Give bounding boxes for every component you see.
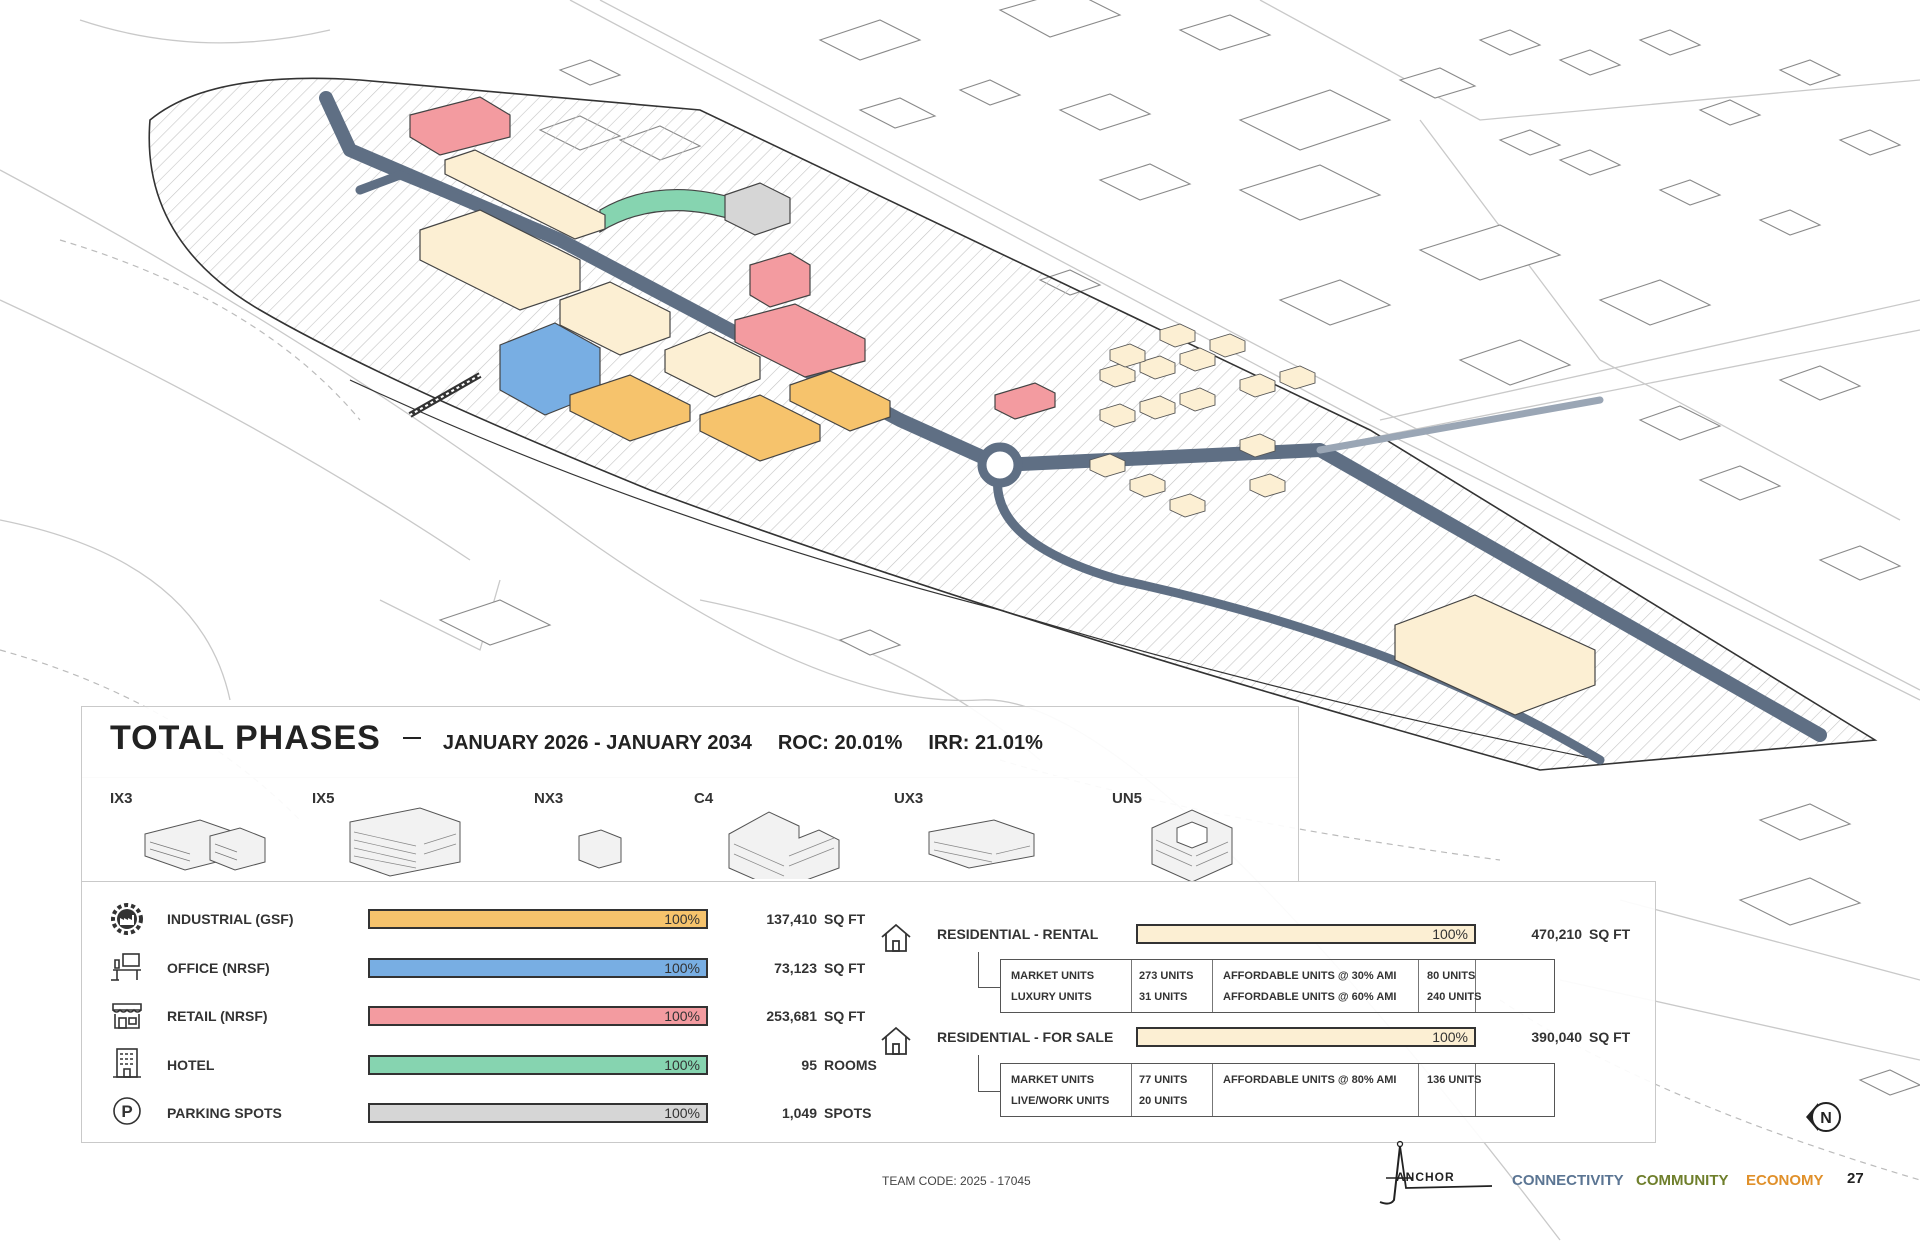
- timeline-dates: JANUARY 2026 - JANUARY 2034: [442, 732, 752, 754]
- residential-rental-label: RESIDENTIAL - RENTAL: [937, 926, 1099, 942]
- use-bar-fill-retail: [370, 1008, 706, 1024]
- house-icon: [878, 1022, 914, 1058]
- use-value-retail: 253,681: [766, 1008, 817, 1024]
- use-label-retail: RETAIL (NRSF): [167, 1008, 268, 1024]
- title-panel: TOTAL PHASES JANUARY 2026 - JANUARY 2034…: [81, 706, 1299, 778]
- use-bar-fill-industrial: [370, 911, 706, 927]
- retail-storefront-icon: [109, 996, 145, 1032]
- residential-sale-bracket: [978, 1055, 1001, 1092]
- use-label-industrial: INDUSTRIAL (GSF): [167, 911, 294, 927]
- use-value-parking: 1,049: [781, 1105, 817, 1121]
- table-cell: LUXURY UNITS: [1011, 991, 1092, 1003]
- residential-rental-bar-fill: [1138, 926, 1474, 942]
- use-unit-hotel: ROOMS: [824, 1057, 877, 1073]
- title-dash: [402, 737, 421, 739]
- building-c4-icon: [728, 811, 840, 879]
- parking-p-icon: P: [109, 1093, 145, 1129]
- anchor-logo: [1379, 1140, 1493, 1205]
- residential-rental-bar-percent: 100%: [1432, 926, 1468, 942]
- use-unit-retail: SQ FT: [824, 1008, 866, 1024]
- building-type-ux3: UX3: [894, 790, 1084, 880]
- hotel-building-icon: [109, 1045, 145, 1081]
- use-value-hotel: 95: [801, 1057, 817, 1073]
- table-cell: AFFORDABLE UNITS @ 80% AMI: [1223, 1074, 1397, 1086]
- residential-sale-bar-percent: 100%: [1432, 1029, 1468, 1045]
- table-cell: AFFORDABLE UNITS @ 30% AMI: [1223, 970, 1397, 982]
- table-cell: MARKET UNITS: [1011, 1074, 1095, 1086]
- tagline-community: COMMUNITY: [1636, 1172, 1729, 1189]
- residential-rental-bar: 100%: [1136, 924, 1476, 944]
- irr-value: IRR: 21.01%: [928, 732, 1043, 754]
- house-icon: [878, 919, 914, 955]
- svg-text:P: P: [121, 1102, 132, 1121]
- building-types-panel: IX3 IX5 NX3 C4: [81, 776, 1302, 883]
- building-type-c4: C4: [694, 790, 884, 880]
- title-row: TOTAL PHASES JANUARY 2026 - JANUARY 2034…: [110, 719, 1043, 758]
- use-value-industrial: 137,410: [766, 911, 817, 927]
- use-value-office: 73,123: [774, 960, 817, 976]
- use-unit-parking: SPOTS: [824, 1105, 872, 1121]
- residential-rental-bracket: [978, 952, 1001, 988]
- use-unit-office: SQ FT: [824, 960, 866, 976]
- table-cell: MARKET UNITS: [1011, 970, 1095, 982]
- industrial-gear-icon: [109, 901, 145, 937]
- table-cell: 136 UNITS: [1427, 1074, 1482, 1086]
- use-bar-office: 100%: [368, 958, 708, 978]
- building-type-un5: UN5: [1112, 790, 1302, 883]
- building-ix3-icon: [144, 819, 266, 871]
- use-bar-percent-parking: 100%: [664, 1105, 700, 1121]
- table-cell: 20 UNITS: [1139, 1095, 1188, 1107]
- tagline-economy: ECONOMY: [1746, 1172, 1824, 1189]
- anchor-logo-text: ANCHOR: [1396, 1170, 1455, 1184]
- use-label-hotel: HOTEL: [167, 1057, 215, 1073]
- use-bar-industrial: 100%: [368, 909, 708, 929]
- building-nx3-icon: [578, 829, 622, 869]
- use-bar-fill-hotel: [370, 1057, 706, 1073]
- use-unit-industrial: SQ FT: [824, 911, 866, 927]
- roc-value: ROC: 20.01%: [777, 732, 903, 754]
- office-desk-icon: [109, 948, 145, 984]
- building-un5-icon: [1151, 809, 1233, 883]
- table-cell: 31 UNITS: [1139, 991, 1188, 1003]
- use-bar-hotel: 100%: [368, 1055, 708, 1075]
- use-label-parking: PARKING SPOTS: [167, 1105, 282, 1121]
- use-bar-percent-retail: 100%: [664, 1008, 700, 1024]
- page-number: 27: [1847, 1170, 1864, 1187]
- use-bar-fill-office: [370, 960, 706, 976]
- team-code: TEAM CODE: 2025 - 17045: [882, 1174, 1031, 1188]
- table-cell: 273 UNITS: [1139, 970, 1194, 982]
- building-type-nx3: NX3: [534, 790, 724, 880]
- use-bar-parking: 100%: [368, 1103, 708, 1123]
- use-label-office: OFFICE (NRSF): [167, 960, 270, 976]
- use-bar-retail: 100%: [368, 1006, 708, 1026]
- residential-rental-unit-table: MARKET UNITS 273 UNITS AFFORDABLE UNITS …: [1000, 959, 1555, 1013]
- residential-sale-unit: SQ FT: [1589, 1029, 1631, 1045]
- north-arrow-icon: N: [1806, 1102, 1841, 1132]
- building-ux3-icon: [928, 819, 1035, 869]
- page-title: TOTAL PHASES: [110, 719, 381, 757]
- residential-sale-bar: 100%: [1136, 1027, 1476, 1047]
- building-ix5-icon: [349, 807, 461, 877]
- table-cell: 77 UNITS: [1139, 1074, 1188, 1086]
- use-bar-percent-hotel: 100%: [664, 1057, 700, 1073]
- program-data-panel: INDUSTRIAL (GSF) 100% 137,410 SQ FT OFFI…: [81, 881, 1656, 1143]
- north-label: N: [1820, 1110, 1832, 1127]
- residential-sale-value: 390,040: [1531, 1029, 1582, 1045]
- residential-sale-unit-table: MARKET UNITS 77 UNITS AFFORDABLE UNITS @…: [1000, 1063, 1555, 1117]
- residential-rental-value: 470,210: [1531, 926, 1582, 942]
- table-cell: 80 UNITS: [1427, 970, 1476, 982]
- use-bar-percent-industrial: 100%: [664, 911, 700, 927]
- use-bar-fill-parking: [370, 1105, 706, 1121]
- residential-rental-unit: SQ FT: [1589, 926, 1631, 942]
- building-type-ix5: IX5: [312, 790, 502, 880]
- table-cell: 240 UNITS: [1427, 991, 1482, 1003]
- table-cell: AFFORDABLE UNITS @ 60% AMI: [1223, 991, 1397, 1003]
- use-bar-percent-office: 100%: [664, 960, 700, 976]
- table-cell: LIVE/WORK UNITS: [1011, 1095, 1110, 1107]
- building-type-ix3: IX3: [110, 790, 300, 880]
- residential-sale-bar-fill: [1138, 1029, 1474, 1045]
- tagline-connectivity: CONNECTIVITY: [1512, 1172, 1624, 1189]
- residential-sale-label: RESIDENTIAL - FOR SALE: [937, 1029, 1114, 1045]
